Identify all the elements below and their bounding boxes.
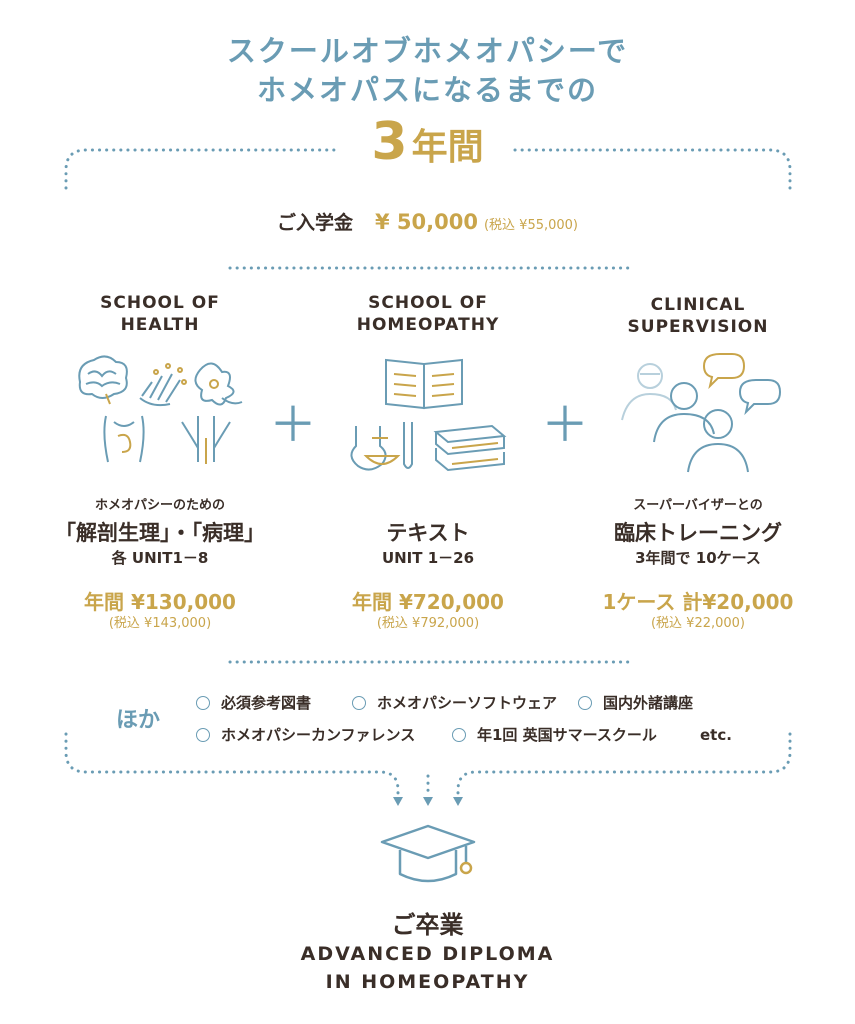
others-item: ホメオパシーソフトウェア	[352, 692, 557, 713]
book-stack-icon	[433, 424, 507, 472]
circle-bullet-icon	[196, 727, 210, 742]
homeopathy-icons	[350, 358, 507, 472]
column-supervision-heading: CLINICAL SUPERVISION	[627, 295, 769, 337]
others-item: ホメオパシーカンファレンス	[196, 724, 415, 745]
circle-bullet-icon	[352, 695, 366, 710]
column-health-detail: 各 UNIT1－8	[111, 549, 209, 567]
admission-price: ¥ 50,000	[375, 210, 478, 234]
column-homeopathy-price: 年間 ¥720,000	[352, 590, 504, 614]
admission-tax: (税込 ¥55,000)	[483, 218, 579, 233]
plus-sign-1: ＋	[268, 397, 317, 453]
graduation-jp: ご卒業	[391, 911, 464, 939]
anatomy-icons	[78, 355, 243, 464]
others-item: 年1回 英国サマースクール	[452, 724, 657, 745]
column-homeopathy-detail: UNIT 1－26	[381, 549, 475, 567]
column-health-sub: ホメオパシーのための	[94, 498, 225, 513]
column-supervision-tax: (税込 ¥22,000)	[650, 616, 746, 631]
lab-flask-icon	[350, 422, 413, 471]
admission-fee: ご入学金 ¥ 50,000 (税込 ¥55,000)	[0, 208, 855, 235]
column-health-price: 年間 ¥130,000	[84, 590, 236, 614]
nerve-cell-icon	[194, 362, 243, 406]
circle-bullet-icon	[452, 727, 466, 742]
admission-label: ご入学金	[276, 212, 353, 234]
others-etc: etc.	[700, 726, 732, 744]
lungs-icon	[181, 416, 231, 464]
column-supervision-price: 1ケース 計¥20,000	[602, 590, 794, 614]
brain-icon	[78, 355, 128, 405]
others-item: 必須参考図書	[196, 692, 311, 713]
plus-sign-2: ＋	[540, 397, 589, 453]
column-homeopathy-main: テキスト	[386, 521, 470, 545]
skeleton-hand-icon	[139, 363, 187, 407]
open-book-icon	[385, 358, 463, 410]
column-health-heading: SCHOOL OF HEALTH	[100, 293, 220, 335]
circle-bullet-icon	[578, 695, 592, 710]
others-item: 国内外諸講座	[578, 692, 693, 713]
graduation-cap-icon	[380, 824, 476, 883]
column-supervision-sub: スーパーバイザーとの	[633, 498, 763, 513]
column-health-main: 「解剖生理」・「病理」	[55, 521, 265, 545]
column-homeopathy-heading: SCHOOL OF HOMEOPATHY	[356, 293, 500, 335]
duration-number: 3	[371, 112, 408, 172]
column-supervision-detail: 3年間で 10ケース	[635, 549, 761, 567]
title-line-2: ホメオパスになるまでの	[256, 73, 598, 107]
column-homeopathy-tax: (税込 ¥792,000)	[376, 616, 480, 631]
people-talking-icon	[621, 353, 782, 473]
others-label: ほか	[116, 708, 161, 733]
graduation-en: ADVANCED DIPLOMA IN HOMEOPATHY	[300, 943, 555, 993]
column-supervision-main: 臨床トレーニング	[614, 521, 782, 545]
duration-unit: 年間	[411, 127, 484, 168]
torso-organs-icon	[103, 415, 145, 463]
column-health-tax: (税込 ¥143,000)	[108, 616, 212, 631]
title-line-1: スクールオブホメオパシーで	[226, 34, 629, 68]
circle-bullet-icon	[196, 695, 210, 710]
